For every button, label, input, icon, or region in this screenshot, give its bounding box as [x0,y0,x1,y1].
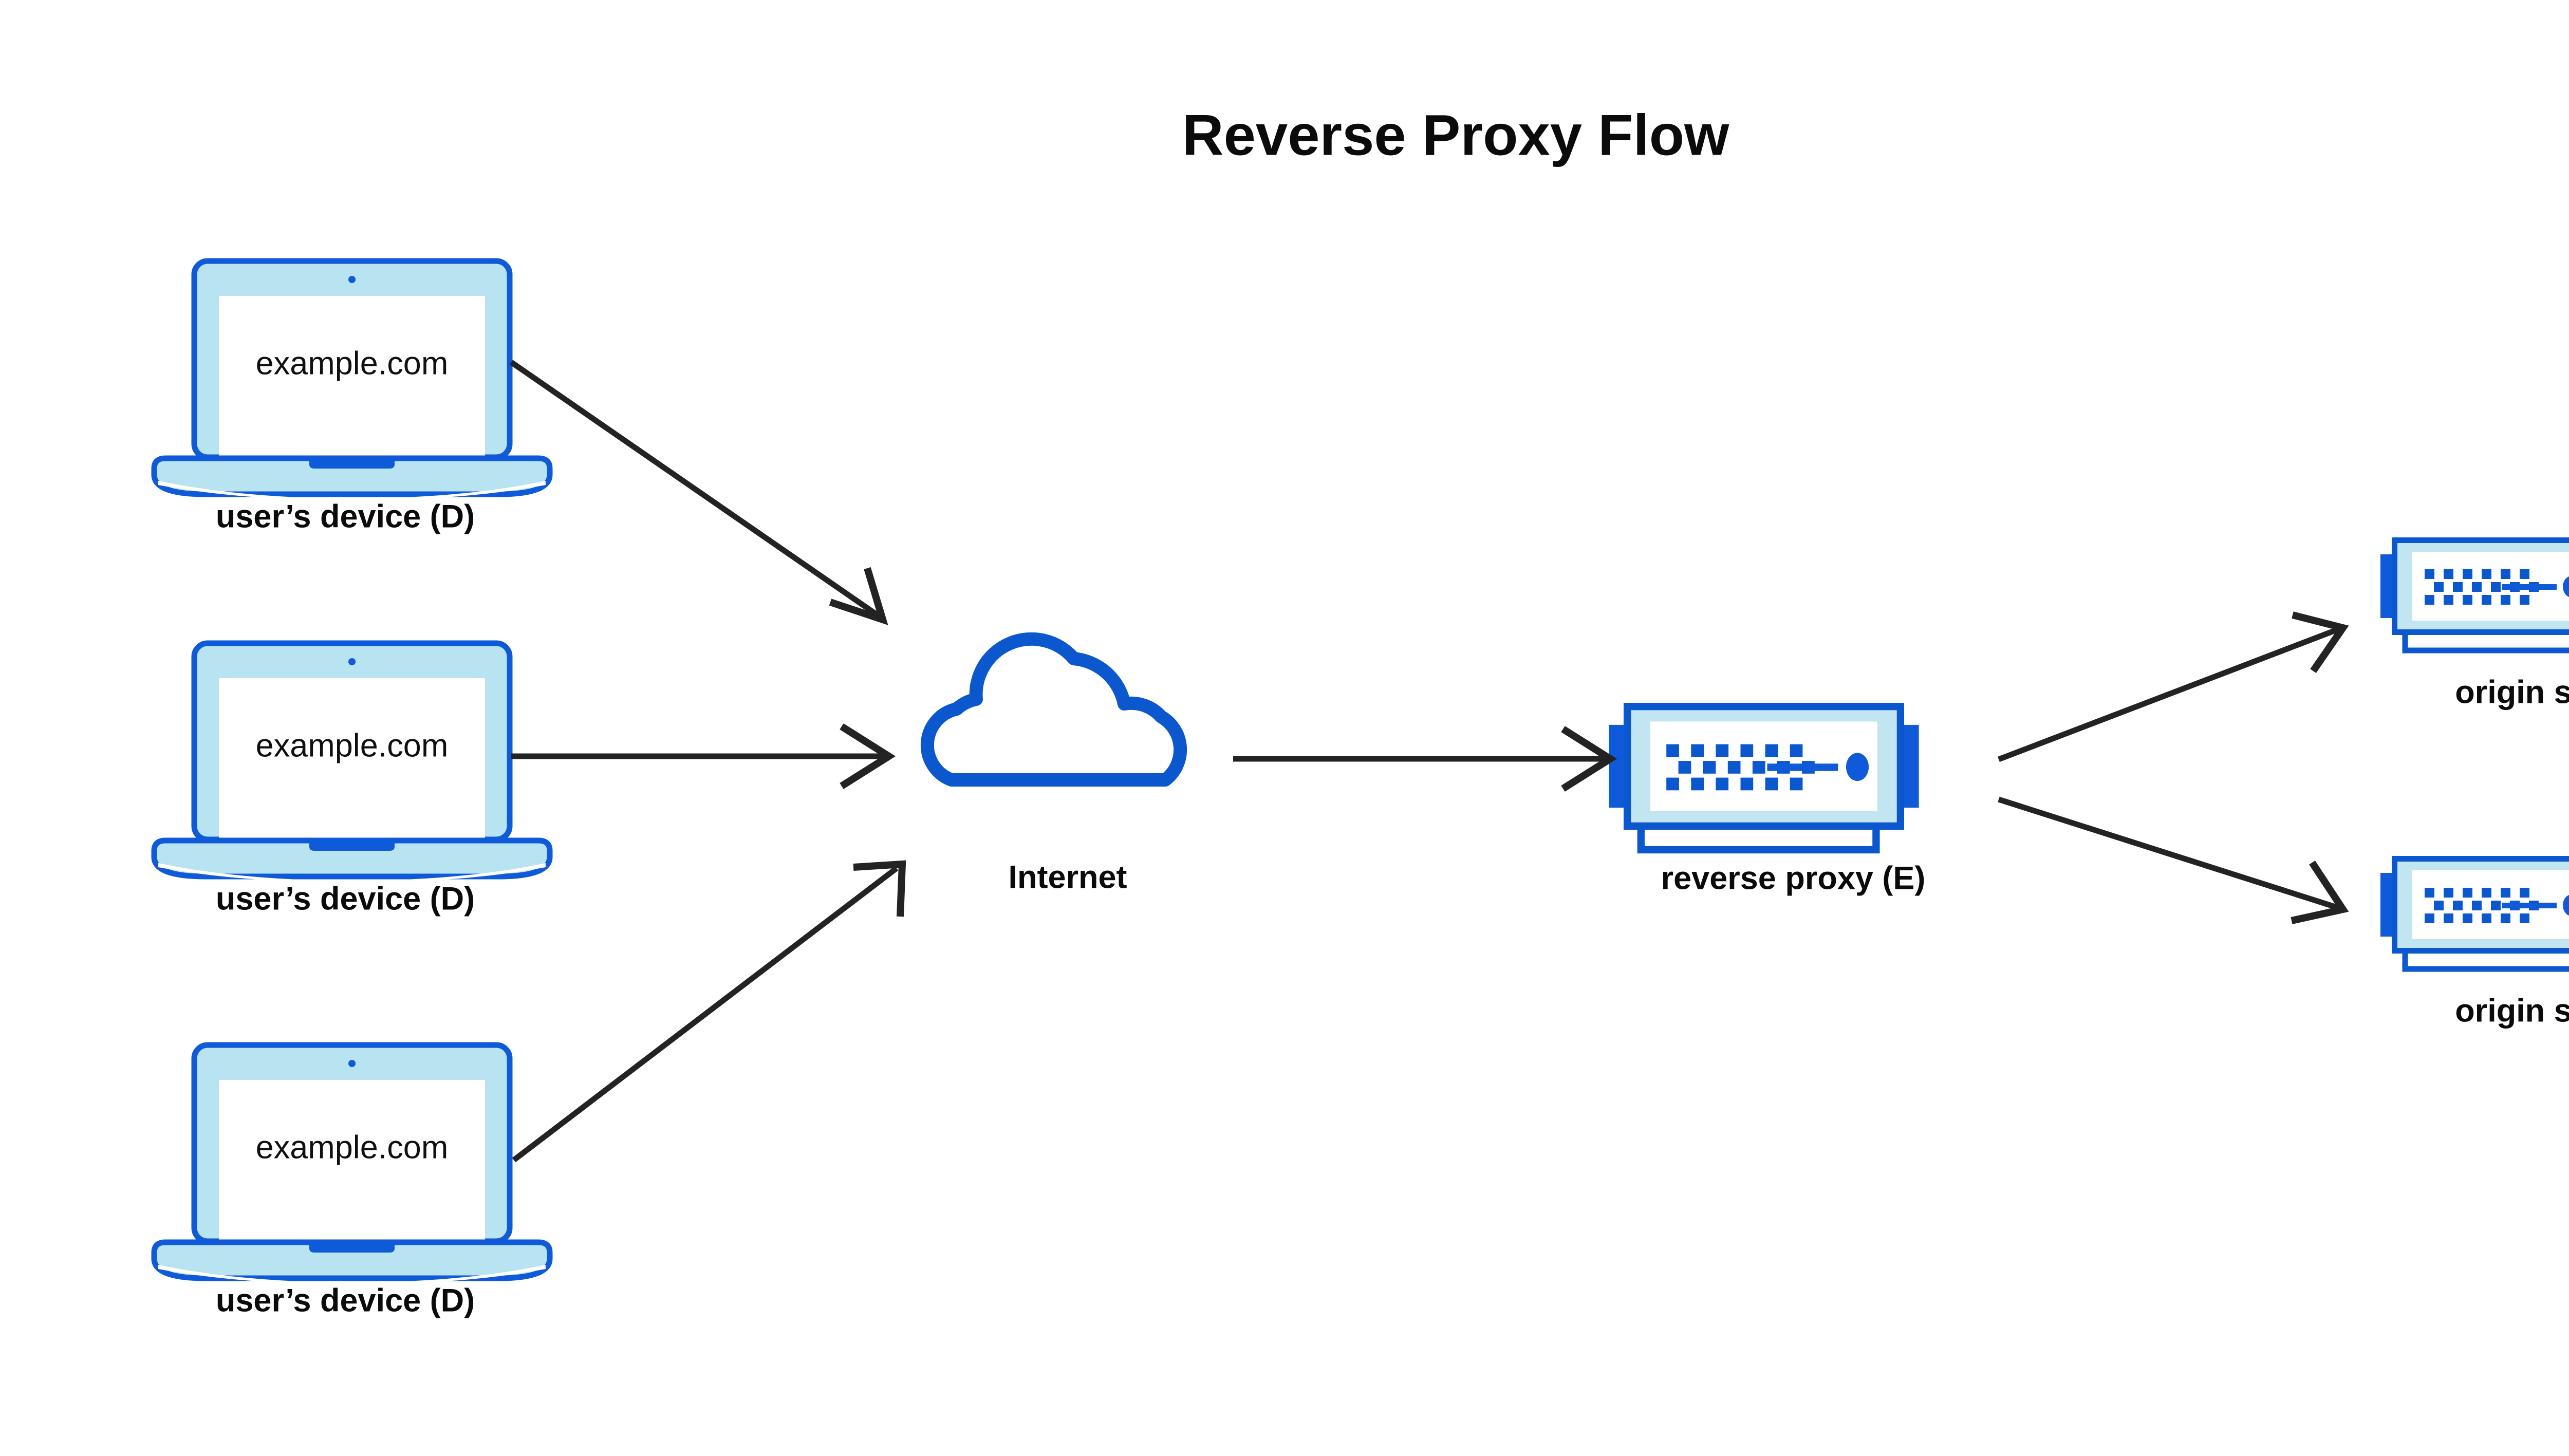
server-icon-origin-bottom [2380,859,2569,969]
node-user-device-top[interactable]: example.com user’s device (D) [154,261,550,535]
node-origin-server-bottom[interactable]: origin server (F) [2380,859,2569,1029]
node-user-device-bottom[interactable]: example.com user’s device (D) [154,1045,550,1319]
page-title: Reverse Proxy Flow [1182,103,1729,167]
device-label-middle: user’s device (D) [216,881,475,917]
origin-server-label-bottom: origin server (F) [2455,993,2569,1029]
node-origin-server-top[interactable]: origin server (F) [2380,540,2569,711]
node-user-device-middle[interactable]: example.com user’s device (D) [154,643,550,917]
server-icon-reverse-proxy [1609,706,1919,850]
cloud-icon [927,639,1180,780]
reverse-proxy-label: reverse proxy (E) [1661,861,1926,897]
node-internet-cloud[interactable]: Internet [927,639,1180,895]
device-label-bottom: user’s device (D) [216,1283,475,1319]
device-screen-text-bottom: example.com [256,1130,449,1166]
arrow-device-bottom-to-internet [512,860,906,1163]
arrow-device-top-to-internet [509,360,888,625]
arrow-reverse-proxy-to-origin-top [1998,611,2349,762]
device-screen-text-top: example.com [256,346,449,382]
device-label-top: user’s device (D) [216,499,475,535]
cloud-label: Internet [1008,860,1127,895]
device-screen-text-middle: example.com [256,728,449,764]
server-icon-origin-top [2380,540,2569,651]
arrow-internet-to-reverse-proxy [1233,726,1617,792]
origin-server-label-top: origin server (F) [2455,675,2569,711]
arrow-reverse-proxy-to-origin-bottom [1998,796,2349,924]
node-reverse-proxy[interactable]: reverse proxy (E) [1609,706,1926,897]
arrow-device-middle-to-internet [511,723,896,789]
